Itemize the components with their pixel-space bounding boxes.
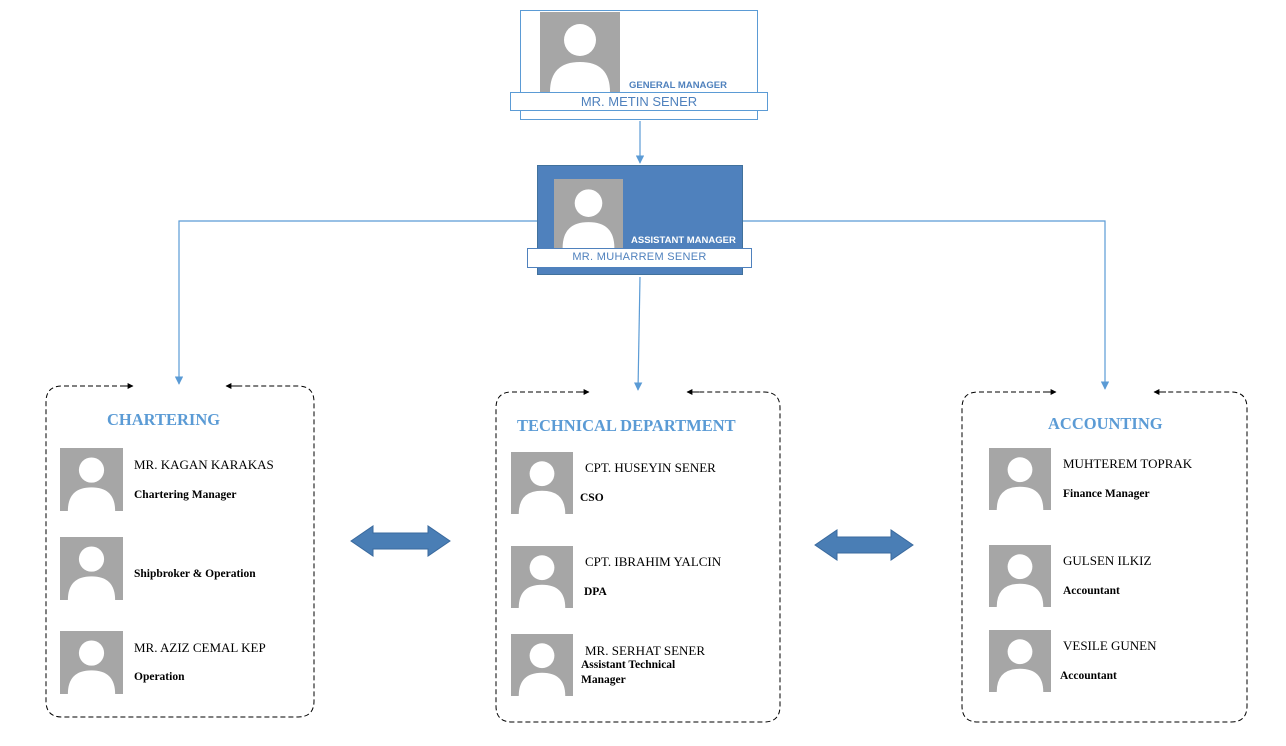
member-name: CPT. HUSEYIN SENER <box>585 460 716 475</box>
general-manager-name: MR. METIN SENER <box>580 94 698 109</box>
person-silhouette-icon <box>554 179 623 248</box>
double-arrow-icon <box>350 525 451 557</box>
member-name: MUHTEREM TOPRAK <box>1063 456 1193 471</box>
member-name: MR. KAGAN KARAKAS <box>134 457 274 472</box>
member-role: Chartering Manager <box>134 489 237 501</box>
chartering-dashed-border <box>45 385 315 718</box>
member-name: MR. SERHAT SENER <box>585 643 706 658</box>
person-silhouette-icon <box>511 634 573 696</box>
general-manager-name-band <box>510 92 768 111</box>
member-role: Shipbroker & Operation <box>134 568 256 580</box>
accounting-dashed-border <box>961 391 1248 723</box>
technical-dashed-border <box>495 391 781 723</box>
member-role: Operation <box>134 671 185 683</box>
person-silhouette-icon <box>60 448 123 511</box>
person-silhouette-icon <box>989 630 1051 692</box>
assistant-manager-title: ASSISTANT MANAGER <box>631 235 736 246</box>
assistant-manager-name-band <box>527 248 752 268</box>
member-role: DPA <box>584 586 607 598</box>
chartering-title: CHARTERING <box>107 410 221 429</box>
am-to-accounting-connector <box>743 220 1110 390</box>
member-name: MR. AZIZ CEMAL KEP <box>134 640 266 655</box>
member-name: VESILE GUNEN <box>1063 638 1157 653</box>
assistant-manager-name: MR. MUHARREM SENER <box>572 251 707 263</box>
technical-department-title: TECHNICAL DEPARTMENT <box>517 416 736 435</box>
member-role: Accountant <box>1060 670 1117 682</box>
double-arrow-icon <box>814 529 914 561</box>
person-silhouette-icon <box>989 448 1051 510</box>
person-silhouette-icon <box>511 546 573 608</box>
am-to-technical-connector <box>633 276 643 391</box>
member-name: CPT. IBRAHIM YALCIN <box>585 554 722 569</box>
member-role: Finance Manager <box>1063 488 1150 500</box>
person-silhouette-icon <box>511 452 573 514</box>
member-role: CSO <box>580 492 604 504</box>
member-role: Assistant Technical Manager <box>581 659 676 686</box>
general-manager-title: GENERAL MANAGER <box>629 80 727 91</box>
person-silhouette-icon <box>60 537 123 600</box>
accounting-title: ACCOUNTING <box>1048 414 1163 433</box>
am-to-chartering-connector <box>174 220 537 385</box>
person-silhouette-icon <box>989 545 1051 607</box>
member-name: GULSEN ILKIZ <box>1063 553 1152 568</box>
member-role: Accountant <box>1063 585 1120 597</box>
person-silhouette-icon <box>60 631 123 694</box>
person-silhouette-icon <box>540 12 620 92</box>
